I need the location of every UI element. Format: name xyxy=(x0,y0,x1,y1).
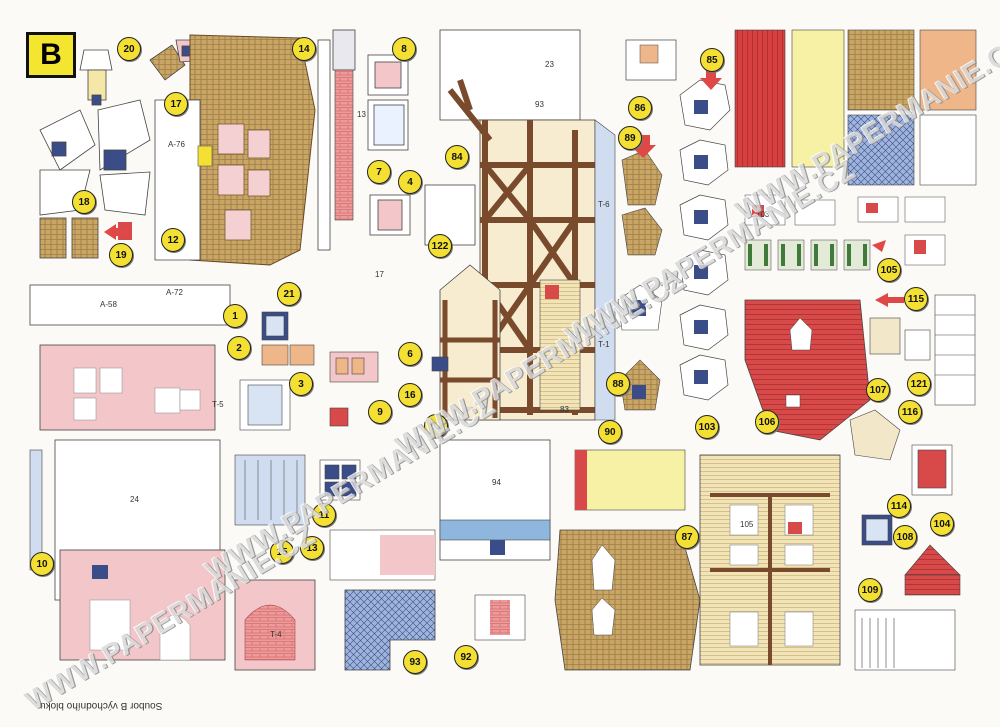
part-badge: 106 xyxy=(755,410,779,434)
part-badge: 109 xyxy=(858,578,882,602)
part-badge: 93 xyxy=(403,650,427,674)
sheet-caption: Soubor B východního bloku xyxy=(40,700,163,711)
part-code: A-76 xyxy=(168,140,185,149)
part-code: 13 xyxy=(357,110,366,119)
part-badge: 6 xyxy=(398,342,422,366)
part-code: 17 xyxy=(375,270,384,279)
part-badge: 122 xyxy=(428,234,452,258)
part-badge: 107 xyxy=(866,378,890,402)
part-badge: 8 xyxy=(392,37,416,61)
part-badge: 7 xyxy=(367,160,391,184)
part-badge: 21 xyxy=(277,282,301,306)
part-badge: 11 xyxy=(312,503,336,527)
part-code: 105 xyxy=(740,520,754,529)
part-badge: 15 xyxy=(270,540,294,564)
part-code: T-5 xyxy=(212,400,224,409)
part-badge: 115 xyxy=(904,287,928,311)
part-code: 103 xyxy=(756,210,770,219)
part-badge: 9 xyxy=(368,400,392,424)
part-badge: 10 xyxy=(30,552,54,576)
part-code: 94 xyxy=(492,478,501,487)
part-badge: 108 xyxy=(893,525,917,549)
part-badge: 17 xyxy=(164,92,188,116)
part-badge: 19 xyxy=(109,243,133,267)
sheet-letter: B xyxy=(40,38,62,71)
part-badge: 18 xyxy=(72,190,96,214)
part-code: T-6 xyxy=(598,200,610,209)
part-badge: 91 xyxy=(424,414,448,438)
part-code: 93 xyxy=(535,100,544,109)
part-badge: 105 xyxy=(877,258,901,282)
part-badge: 86 xyxy=(628,96,652,120)
sheet-letter-box: B xyxy=(26,32,76,78)
part-badge: 3 xyxy=(289,372,313,396)
part-code: A-72 xyxy=(166,288,183,297)
part-badge: 14 xyxy=(292,37,316,61)
part-code: 83 xyxy=(560,405,569,414)
part-badge: 104 xyxy=(930,512,954,536)
part-badge: 116 xyxy=(898,400,922,424)
part-badge: 2 xyxy=(227,336,251,360)
part-badge: 121 xyxy=(907,372,931,396)
part-badge: 89 xyxy=(618,126,642,150)
part-code: 23 xyxy=(545,60,554,69)
part-badge: 4 xyxy=(398,170,422,194)
part-code: T-1 xyxy=(598,340,610,349)
part-badge: 114 xyxy=(887,494,911,518)
part-badge: 88 xyxy=(606,372,630,396)
part-badge: 16 xyxy=(398,383,422,407)
part-badge: 1 xyxy=(223,304,247,328)
part-code: T-4 xyxy=(270,630,282,639)
part-code: 24 xyxy=(130,495,139,504)
part-badge: 92 xyxy=(454,645,478,669)
part-badge: 20 xyxy=(117,37,141,61)
part-badge: 13 xyxy=(300,536,324,560)
part-badge: 84 xyxy=(445,145,469,169)
part-badge: 87 xyxy=(675,525,699,549)
part-badge: 90 xyxy=(598,420,622,444)
part-badge: 85 xyxy=(700,48,724,72)
part-badge: 103 xyxy=(695,415,719,439)
part-code: A-58 xyxy=(100,300,117,309)
part-badge: 12 xyxy=(161,228,185,252)
